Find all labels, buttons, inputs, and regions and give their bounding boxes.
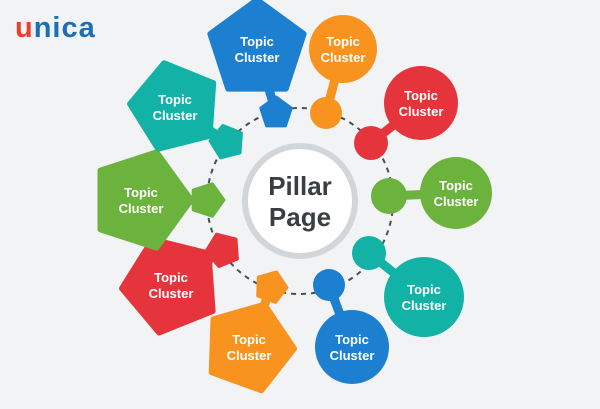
pentagon-icon [127, 60, 217, 152]
cluster-label-line1: Topic [232, 332, 266, 347]
circle-node-icon [354, 126, 388, 160]
pentagon-node-icon [259, 95, 293, 128]
circle-node-icon [310, 97, 342, 129]
cluster-label-line2: Cluster [330, 348, 375, 363]
pentagon-node-icon [208, 124, 243, 160]
cluster-label-line1: Topic [439, 178, 473, 193]
cluster-label-line1: Topic [154, 270, 188, 285]
circle-icon [420, 157, 492, 229]
pentagon-node-icon [256, 270, 289, 304]
unica-logo: unica [15, 12, 96, 44]
cluster-label-line1: Topic [326, 34, 360, 49]
pentagon-node-icon [204, 232, 239, 268]
cluster-label-line2: Cluster [149, 286, 194, 301]
circle-icon [309, 15, 377, 83]
cluster-label-line1: Topic [407, 282, 441, 297]
circle-icon [315, 310, 389, 384]
cluster-label-line1: Topic [124, 185, 158, 200]
cluster-label-line1: Topic [158, 92, 192, 107]
circle-node-icon [371, 178, 407, 214]
circle-node-icon [313, 269, 345, 301]
cluster-label-line2: Cluster [321, 50, 366, 65]
cluster-label-line2: Cluster [434, 194, 479, 209]
pillar-title-line1: Pillar [268, 171, 332, 201]
pillar-page-circle [242, 143, 358, 259]
circle-icon [384, 66, 458, 140]
pentagon-icon [208, 301, 297, 394]
circle-node-icon [352, 236, 386, 270]
cluster-label-line1: Topic [335, 332, 369, 347]
pentagon-icon [207, 0, 307, 92]
pillar-title-line2: Page [269, 202, 331, 232]
cluster-label-line1: Topic [240, 34, 274, 49]
cluster-label-line2: Cluster [119, 201, 164, 216]
pentagon-node-icon [191, 182, 226, 218]
cluster-label-line1: Topic [404, 88, 438, 103]
cluster-label-line2: Cluster [153, 108, 198, 123]
cluster-label-line2: Cluster [402, 298, 447, 313]
circle-icon [384, 257, 464, 337]
cluster-label-line2: Cluster [399, 104, 444, 119]
pentagon-icon [97, 149, 194, 251]
cluster-label-line2: Cluster [235, 50, 280, 65]
cluster-label-line2: Cluster [227, 348, 272, 363]
